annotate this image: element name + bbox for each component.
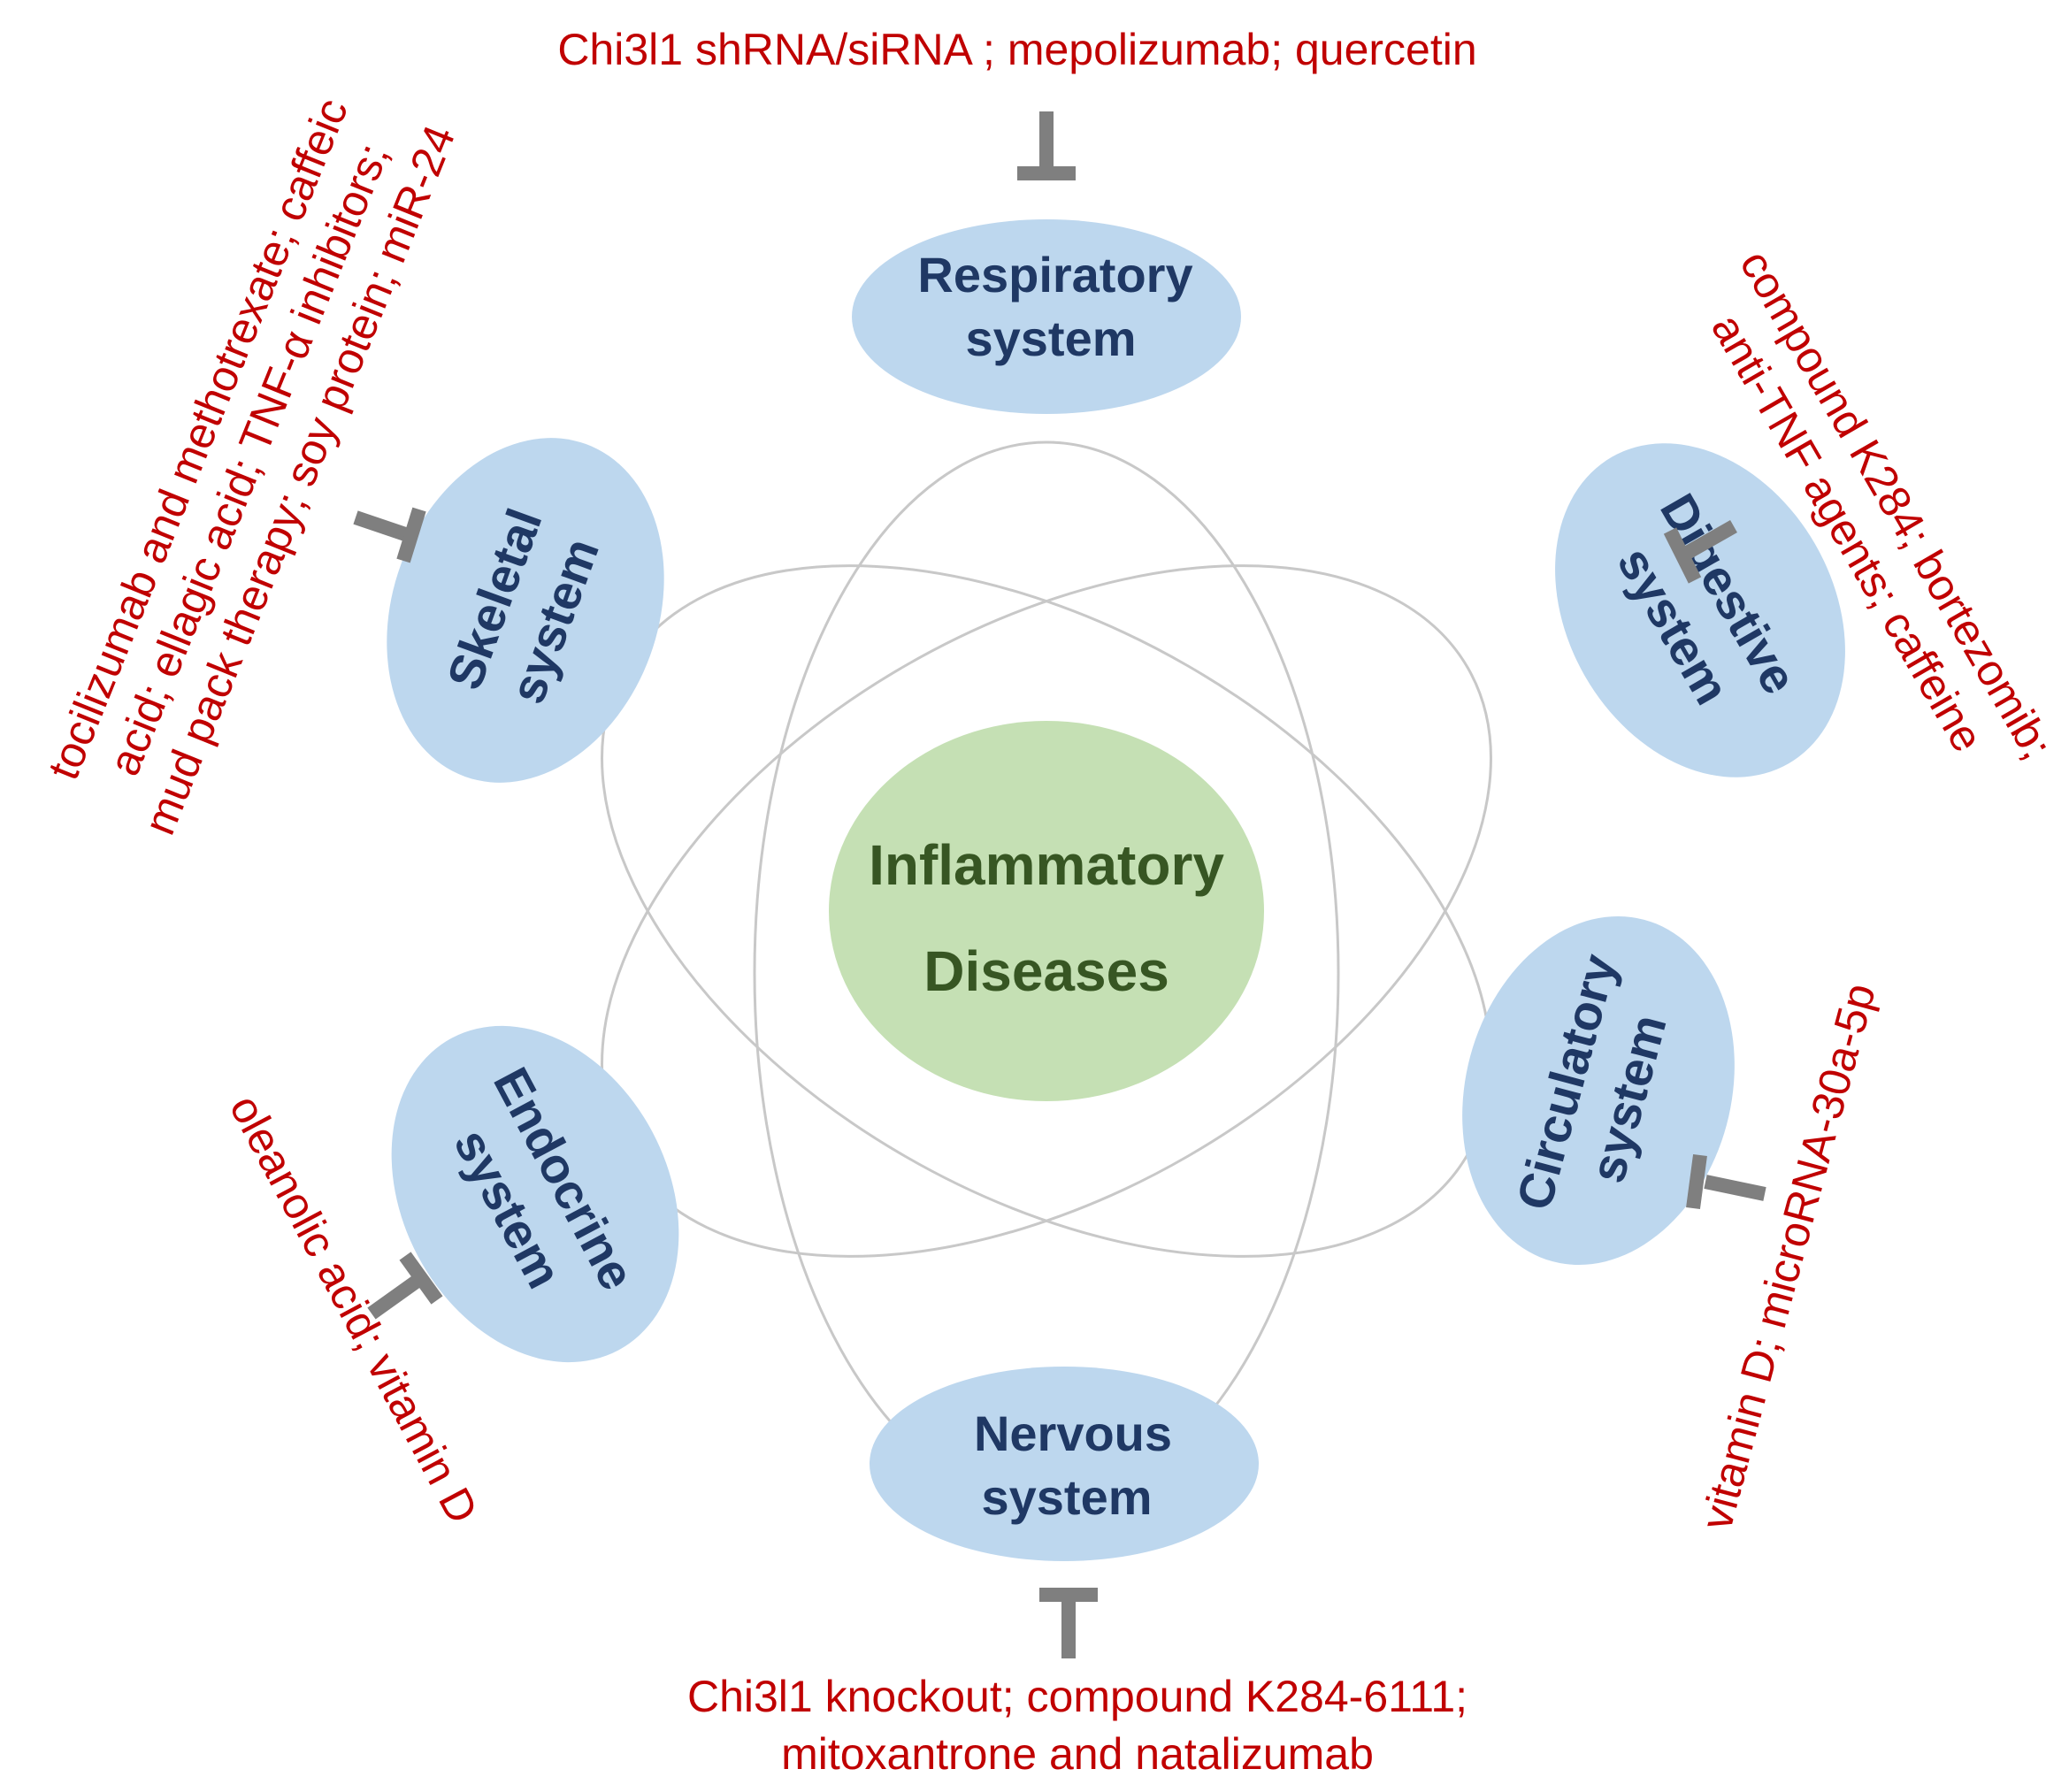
nervous-inhibitor-icon [1039, 1588, 1098, 1658]
center-title-line1: Inflammatory [869, 833, 1224, 897]
skeletal-treatments: tocilizumab and methotrexate; caffeic ac… [38, 91, 464, 841]
nervous-treatment-line2: mitoxantrone and natalizumab [781, 1729, 1374, 1779]
center-ellipse [829, 721, 1264, 1101]
respiratory-label-line1: Respiratory [917, 247, 1192, 302]
endocrine-system-node: Endocrine system [391, 1025, 679, 1363]
digestive-system-node: Digestive system [1555, 443, 1845, 777]
respiratory-inhibitor-icon [1017, 111, 1076, 180]
circulatory-system-node: Circulatory system [1462, 915, 1735, 1266]
nervous-label-line1: Nervous [974, 1405, 1172, 1461]
endocrine-ellipse [391, 1025, 679, 1363]
center-node: Inflammatory Diseases [829, 721, 1264, 1101]
circulatory-ellipse [1462, 915, 1735, 1266]
skeletal-ellipse [387, 438, 664, 783]
endocrine-inhibitor-icon [367, 1252, 443, 1320]
digestive-ellipse [1555, 443, 1845, 777]
circulatory-inhibitor-icon [1686, 1153, 1766, 1210]
nervous-system-node: Nervous system [870, 1367, 1259, 1561]
respiratory-system-node: Respiratory system [852, 219, 1241, 414]
digestive-inhibitor-icon [1663, 520, 1737, 584]
skeletal-system-node: Skeletal system [387, 438, 664, 783]
center-title-line2: Diseases [923, 939, 1169, 1003]
respiratory-label-line2: system [965, 310, 1136, 366]
nervous-ellipse [870, 1367, 1259, 1561]
respiratory-ellipse [852, 219, 1241, 414]
nervous-treatment-line1: Chi3l1 knockout; compound K284-6111; [687, 1672, 1467, 1721]
nervous-label-line2: system [981, 1469, 1152, 1525]
respiratory-treatments: Chi3l1 shRNA/siRNA ; mepolizumab; querce… [557, 25, 1476, 74]
skeletal-treatment-line2: acid; ellagic acid; TNF-α inhibitors; [99, 137, 398, 783]
skeletal-inhibitor-icon [353, 507, 426, 563]
